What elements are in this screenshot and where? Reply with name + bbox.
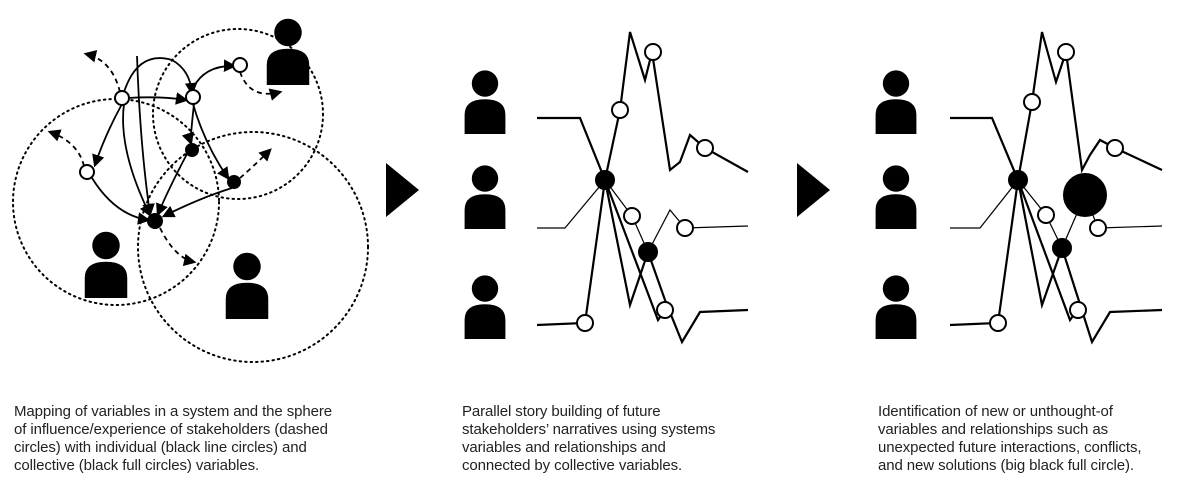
individual-variable-circle (1057, 43, 1075, 61)
stakeholder-person-icon (266, 18, 310, 85)
caption-line: variables and relationships and (462, 439, 666, 456)
collective-variable-circle (147, 213, 163, 229)
individual-variable-circle (611, 101, 629, 119)
panel-mapping (12, 18, 369, 363)
stakeholder-person-icon (464, 165, 506, 229)
narrative-line-top (950, 31, 1163, 184)
caption-line: Identification of new or unthought-of (878, 403, 1113, 420)
process-diagram (12, 18, 1163, 363)
caption-line: collective (black full circles) variable… (14, 457, 260, 474)
caption-line: stakeholders’ narratives using systems (462, 421, 716, 438)
stakeholder-person-icon (875, 165, 917, 229)
caption-line: variables and relationships such as (878, 421, 1108, 438)
individual-variable-circle (1023, 93, 1041, 111)
relationship-arrows (91, 55, 237, 225)
outward-dashed-arrows (47, 50, 283, 267)
individual-variable-circle (1089, 219, 1107, 237)
sphere-of-influence-circle (152, 28, 324, 200)
stakeholder-person-icon (225, 252, 269, 319)
individual-variable-circle (1037, 206, 1055, 224)
narrative-line-middle (950, 179, 1163, 250)
caption-story-building: Parallel story building of future stakeh… (462, 403, 715, 475)
caption-line: connected by collective variables. (462, 457, 683, 474)
caption-mapping: Mapping of variables in a system and the… (14, 403, 332, 475)
caption-line: Parallel story building of future (462, 403, 661, 420)
panel-story-building (464, 31, 749, 345)
individual-variable-circle (1069, 301, 1087, 319)
stakeholder-person-icon (464, 275, 506, 339)
caption-identification: Identification of new or unthought-of va… (878, 403, 1142, 475)
individual-variable-circle (623, 207, 641, 225)
stakeholder-person-icon (464, 70, 506, 134)
new-solution-big-circle (1063, 173, 1107, 217)
individual-variable-circle (232, 57, 248, 73)
individual-variable-circle (114, 90, 130, 106)
stakeholder-person-icon (84, 231, 128, 298)
narrative-line-bottom (536, 179, 749, 345)
collective-variable-circle (1052, 238, 1072, 258)
caption-line: circles) with individual (black line cir… (14, 439, 307, 456)
individual-variable-circle (989, 314, 1007, 332)
step-arrow-icon (386, 163, 419, 217)
stakeholder-person-icon (875, 70, 917, 134)
stakeholder-person-icon (875, 275, 917, 339)
collective-variable-circle (638, 242, 658, 262)
sphere-of-influence-circle (137, 131, 369, 363)
individual-variable-circle (676, 219, 694, 237)
individual-variable-circle (1106, 139, 1124, 157)
collective-variable-circle (1008, 170, 1028, 190)
narrative-line-bottom (949, 179, 1163, 345)
caption-line: Mapping of variables in a system and the… (14, 403, 332, 420)
individual-variable-circle (79, 164, 95, 180)
individual-variable-circle (185, 89, 201, 105)
individual-variable-circle (644, 43, 662, 61)
narrative-line-top (537, 31, 749, 184)
narrative-line-crossing (603, 179, 669, 323)
individual-variable-circle (576, 314, 594, 332)
collective-variable-circle (595, 170, 615, 190)
caption-line: of influence/experience of stakeholders … (14, 421, 328, 438)
panel-identification (875, 31, 1163, 345)
collective-variable-circle (227, 175, 241, 189)
step-arrow-icon (797, 163, 830, 217)
caption-line: and new solutions (big black full circle… (878, 457, 1134, 474)
caption-line: unexpected future interactions, conflict… (878, 439, 1142, 456)
collective-variable-circle (185, 143, 199, 157)
narrative-line-middle (537, 179, 749, 254)
individual-variable-circle (656, 301, 674, 319)
individual-variable-circle (696, 139, 714, 157)
